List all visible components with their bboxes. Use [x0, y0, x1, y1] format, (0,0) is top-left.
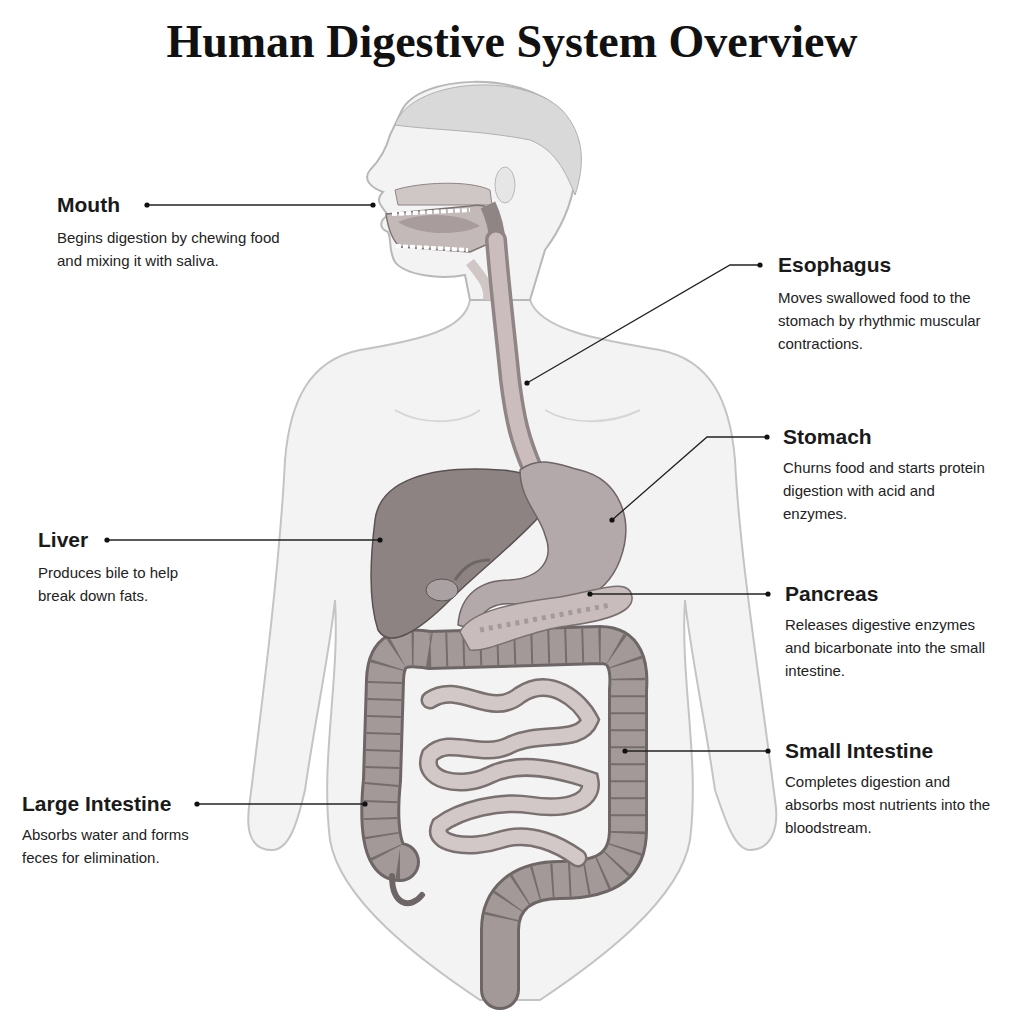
organ-description: Churns food and starts protein digestion… [783, 456, 988, 525]
organ-name: Small Intestine [785, 738, 933, 764]
upper-organs [371, 462, 632, 650]
body-silhouette [248, 82, 776, 1000]
organ-description: Completes digestion and absorbs most nut… [785, 770, 993, 839]
leader-lines [107, 205, 768, 804]
head-cross-section [386, 183, 499, 300]
diagram-title: Human Digestive System Overview [0, 14, 1024, 69]
organ-description: Begins digestion by chewing food and mix… [57, 226, 285, 272]
organ-name: Stomach [783, 424, 872, 450]
organ-name: Liver [38, 527, 88, 553]
organ-description: Releases digestive enzymes and bicarbona… [785, 613, 995, 682]
organ-name: Mouth [57, 192, 120, 218]
gallbladder-shape [426, 579, 458, 601]
organ-name: Pancreas [785, 581, 878, 607]
organ-description: Produces bile to help break down fats. [38, 561, 210, 607]
pancreas-shape [460, 586, 632, 650]
leader-dots [104, 202, 770, 806]
large-intestine [380, 645, 628, 990]
organ-name: Esophagus [778, 252, 891, 278]
small-intestine [428, 688, 590, 858]
organ-description: Absorbs water and forms feces for elimin… [22, 823, 220, 869]
esophagus-tube [496, 240, 532, 468]
organ-name: Large Intestine [22, 791, 171, 817]
organ-description: Moves swallowed food to the stomach by r… [778, 286, 1010, 355]
